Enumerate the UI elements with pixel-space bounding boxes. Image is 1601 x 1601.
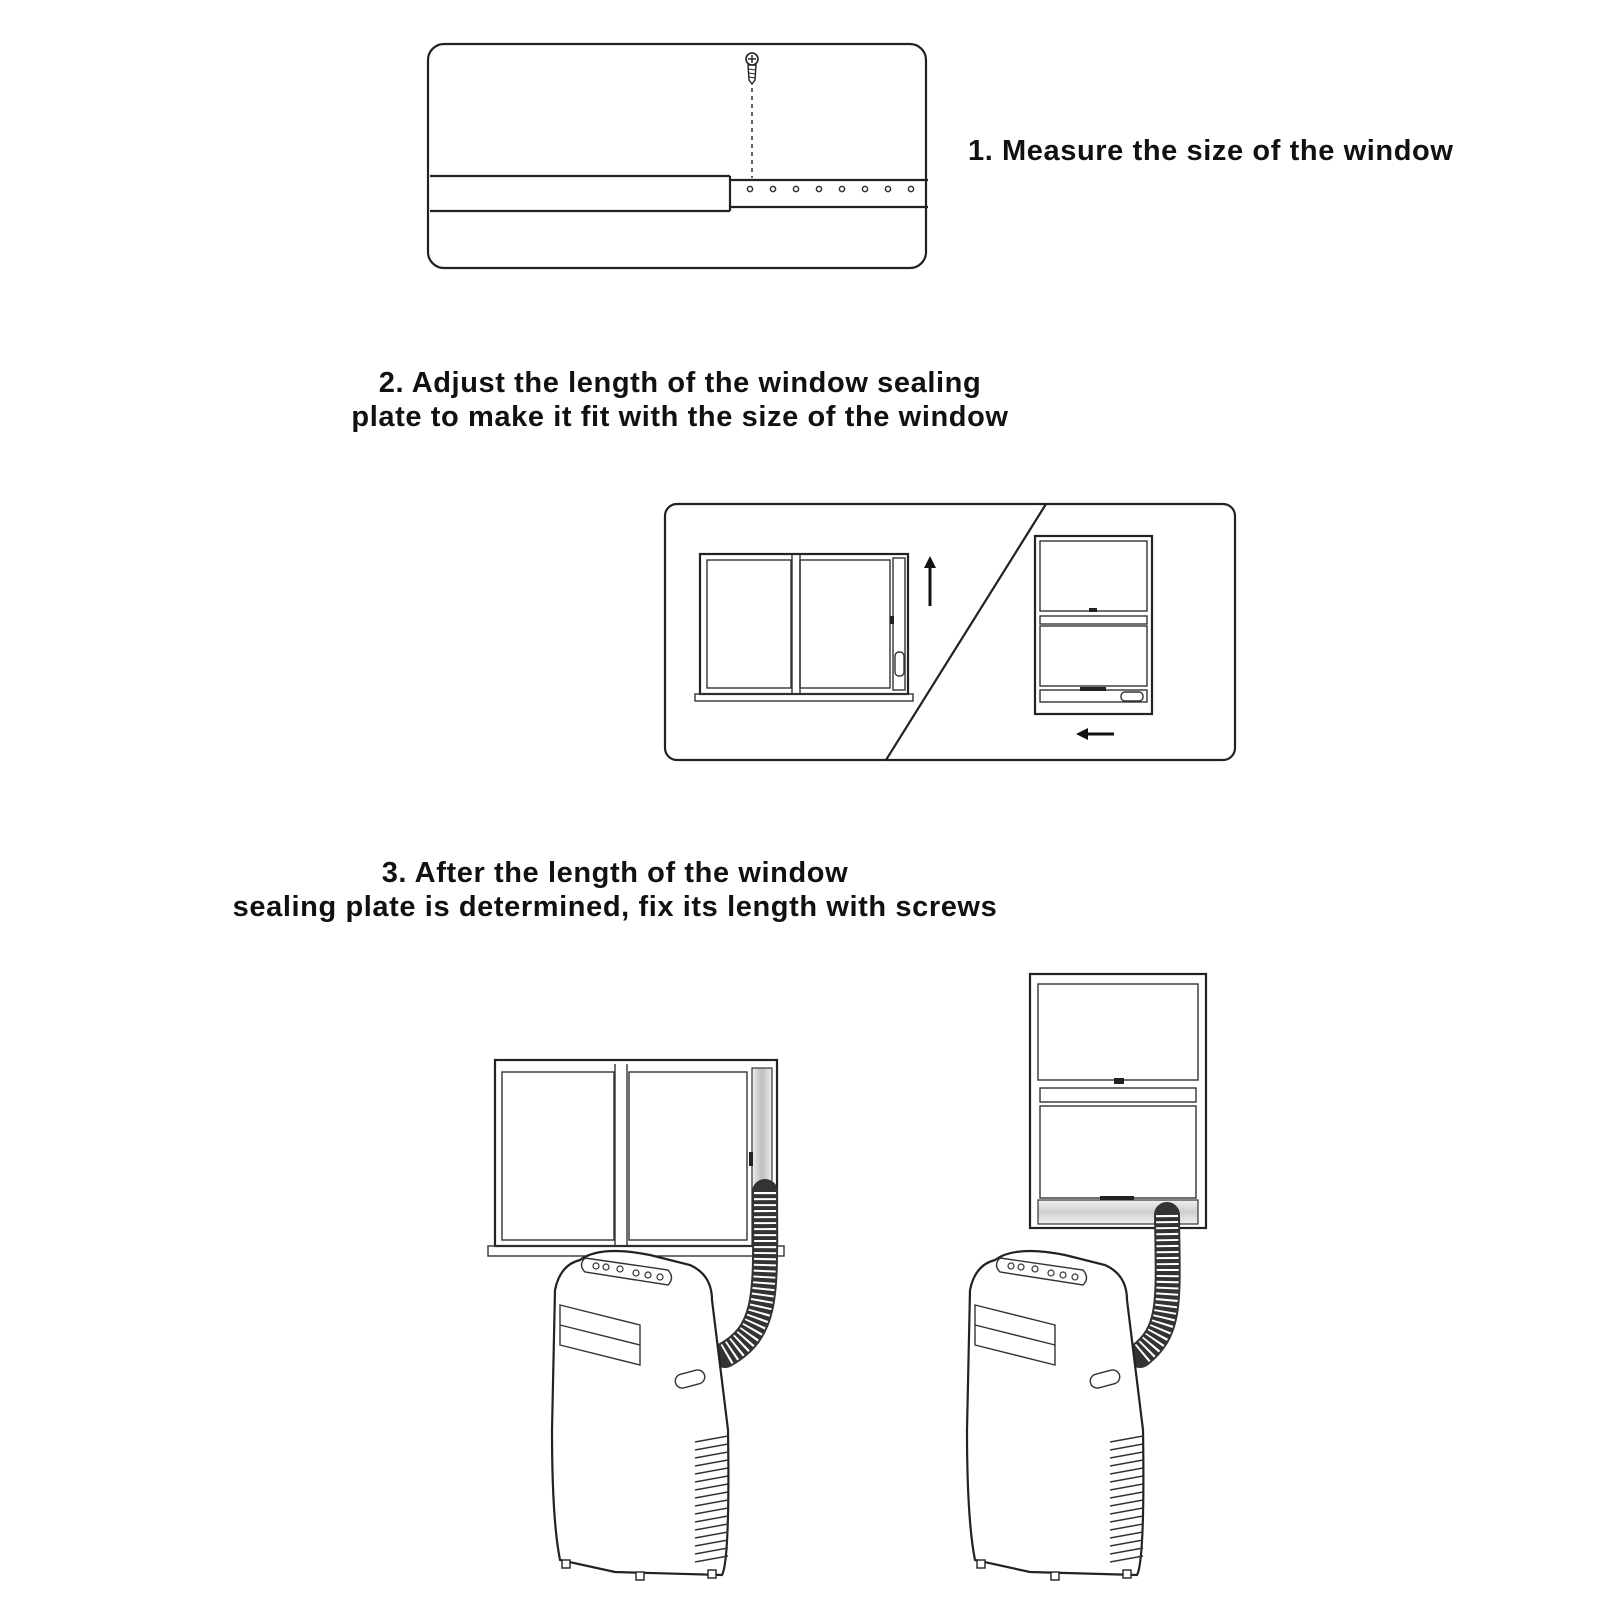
illustration-frame: [663, 502, 1237, 762]
step-2-illustration: [663, 502, 1237, 762]
arrow-left-icon: [1076, 728, 1114, 740]
step-2-text: 2. Adjust the length of the window seali…: [320, 366, 1040, 434]
step-3-illustration: [487, 972, 1208, 1581]
step-3-text: 3. After the length of the window sealin…: [190, 856, 1040, 924]
sliding-window: [694, 552, 914, 702]
window-latch: [890, 616, 894, 624]
screw-icon: [745, 52, 759, 86]
portable-ac-unit-right: [965, 1249, 1145, 1581]
window-lock: [1089, 608, 1097, 612]
exhaust-hose-right: [1127, 1202, 1181, 1368]
divider-line: [885, 503, 1047, 761]
hung-window-installed: [1028, 972, 1208, 1230]
step-3-line-2: sealing plate is determined, fix its len…: [232, 891, 998, 923]
exhaust-hose-left: [712, 1179, 779, 1368]
hung-window: [1033, 534, 1154, 716]
adjustment-holes: [746, 185, 915, 193]
portable-ac-unit-left: [550, 1249, 730, 1581]
step-1-illustration: [426, 42, 928, 270]
sliding-window-installed: [487, 1058, 785, 1257]
step-3-line-1: 3. After the length of the window: [381, 857, 849, 889]
illustration-frame: [426, 42, 928, 270]
plate-marker: [1080, 687, 1106, 691]
arrow-up-icon: [924, 556, 936, 606]
step-1-text: 1. Measure the size of the window: [968, 135, 1454, 167]
step-2-line-2: plate to make it fit with the size of th…: [351, 401, 1009, 433]
step-2-line-1: 2. Adjust the length of the window seali…: [378, 367, 982, 399]
window-lock: [1114, 1078, 1124, 1084]
